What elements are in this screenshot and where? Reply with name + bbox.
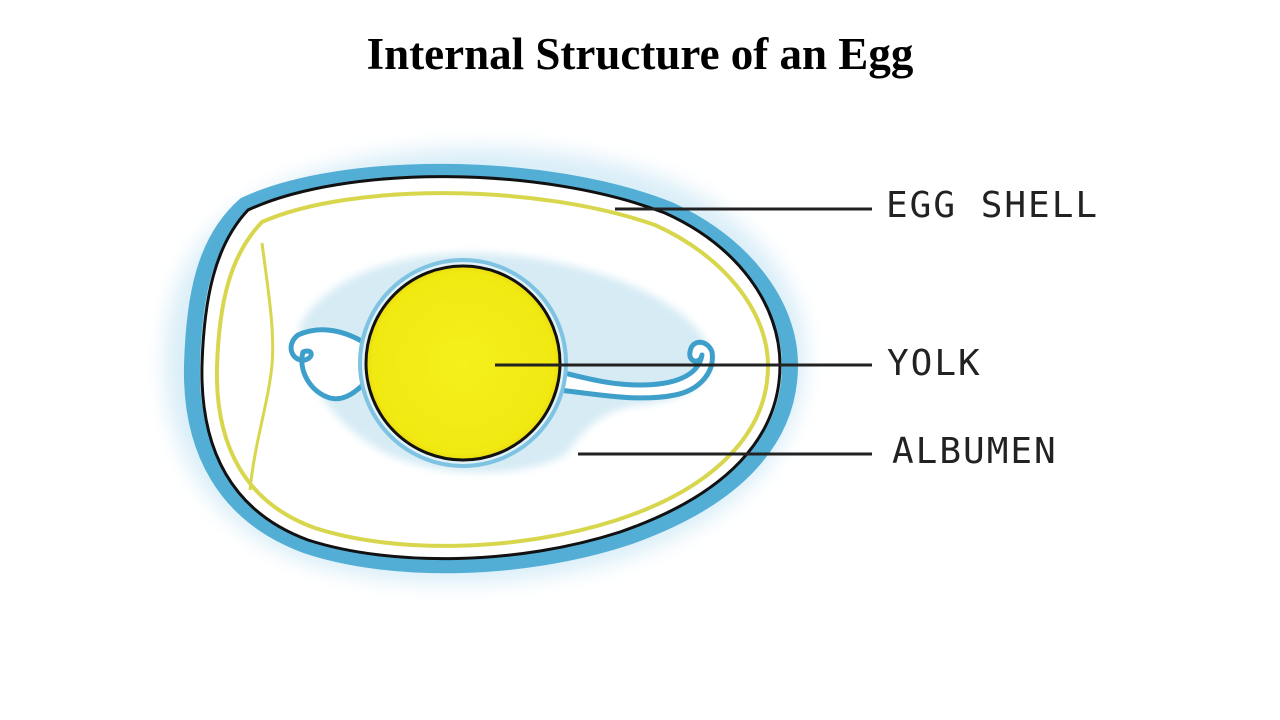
shell-membrane bbox=[214, 191, 771, 548]
label-albumen: ALBUMEN bbox=[892, 431, 1058, 472]
label-egg-shell: EGG SHELL bbox=[886, 185, 1100, 226]
label-yolk: YOLK bbox=[887, 343, 982, 384]
yolk bbox=[364, 264, 562, 462]
page-title: Internal Structure of an Egg bbox=[366, 29, 914, 79]
egg-shell bbox=[183, 163, 799, 574]
chalaza-right bbox=[559, 339, 715, 401]
air-cell bbox=[248, 242, 275, 491]
chalaza-left bbox=[288, 327, 370, 402]
